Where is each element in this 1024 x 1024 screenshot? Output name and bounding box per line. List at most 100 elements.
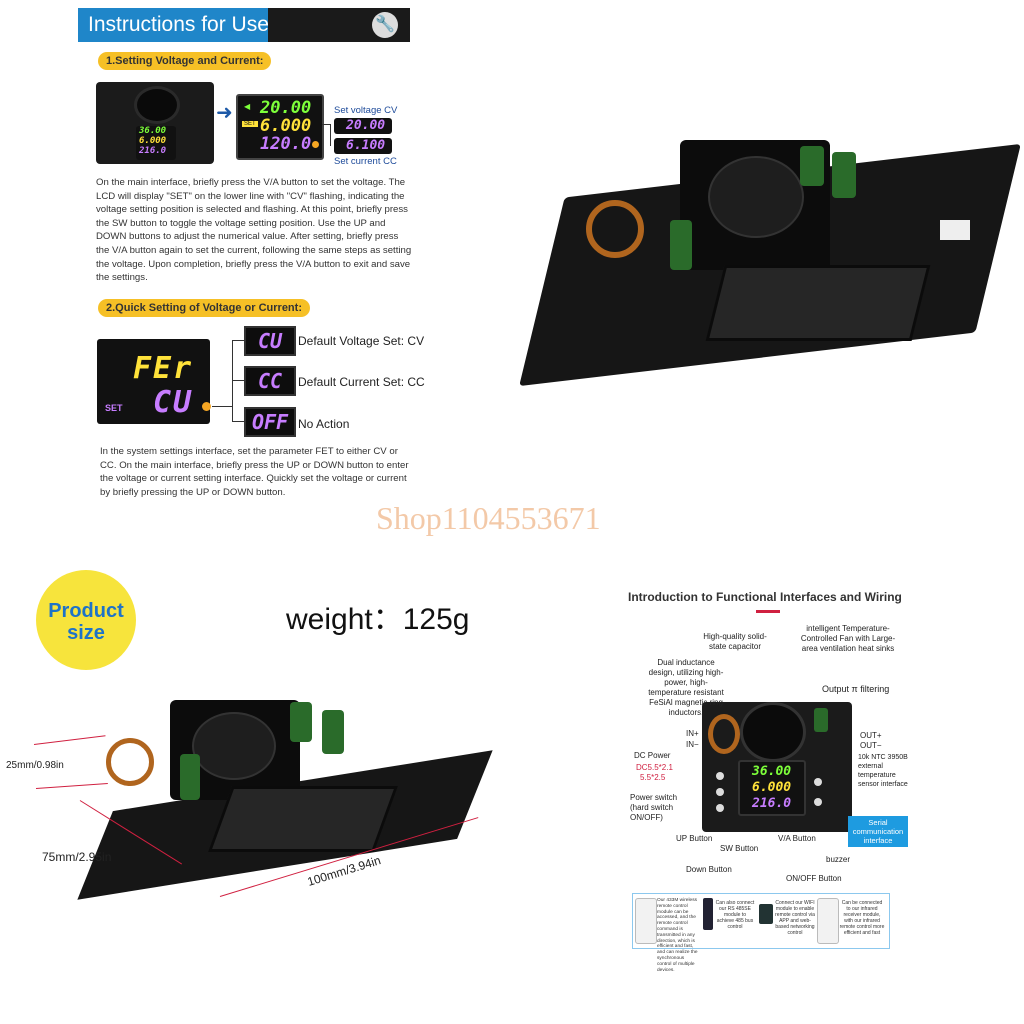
set-cc-display: 6.100 (334, 138, 392, 154)
interface-lcd: 36.00 6.000 216.0 (738, 760, 806, 816)
watermark: Shop1104553671 (376, 500, 601, 536)
capacitor-icon (670, 220, 692, 270)
arrow-right-icon: ➜ (216, 102, 233, 124)
fet-set-tag: SET (105, 403, 123, 413)
wrench-icon: 🔧 (372, 12, 398, 38)
connector-icon (940, 220, 970, 240)
option-cc-label: Default Current Set: CC (298, 375, 425, 389)
fet-display-bottom: CU (153, 385, 194, 420)
dimension-depth: 75mm/2.95in (42, 850, 112, 864)
label-ntc: 10k NTC 3950B external temperature senso… (858, 754, 908, 788)
section1-paragraph: On the main interface, briefly press the… (96, 177, 412, 284)
wifi-module-icon (759, 904, 773, 924)
fan-icon (740, 702, 806, 762)
label-filtering: Output π filtering (822, 684, 890, 694)
lcd-current: 6.000 (260, 116, 312, 136)
label-onoff-button: ON/OFF Button (786, 874, 842, 883)
module-wifi: Connect our WIFI module to enable remote… (775, 900, 815, 936)
lcd-screen-off (705, 265, 931, 341)
set-cv-label: Set voltage CV (334, 105, 398, 116)
label-sw-button: SW Button (720, 844, 759, 853)
option-off-display: OFF (244, 407, 296, 437)
set-cv-value: 20.00 (346, 118, 386, 133)
section2-paragraph: In the system settings interface, set th… (100, 446, 409, 498)
set-cv-display: 20.00 (334, 118, 392, 134)
label-dc-spec-2: 5.5*2.5 (640, 773, 666, 782)
interface-lcd-current: 6.000 (752, 780, 792, 795)
sw-button[interactable] (716, 788, 724, 796)
onoff-button[interactable] (814, 798, 822, 806)
label-power-switch: Power switch (hard switch ON/OFF) (630, 793, 678, 822)
label-in-plus: IN+ (686, 729, 699, 738)
interface-lcd-voltage: 36.00 (752, 764, 792, 779)
capacitor-icon (800, 146, 824, 186)
module-433m: Our 433M wireless remote control module … (657, 898, 698, 973)
up-button[interactable] (716, 772, 724, 780)
product-size-badge-text: Product size (48, 600, 124, 644)
interfaces-title: Introduction to Functional Interfaces an… (628, 590, 902, 604)
va-button[interactable] (814, 778, 822, 786)
bracket-line (330, 124, 331, 146)
capacitor-icon (814, 708, 828, 732)
label-buzzer: buzzer (826, 855, 851, 864)
label-serial: Serial communication interface (848, 816, 908, 847)
label-va-button: V/A Button (778, 834, 816, 843)
label-dc-spec-1: DC5.5*2.1 (636, 763, 673, 772)
bracket-line (232, 421, 244, 422)
lcd-power: 120.0 (260, 134, 312, 154)
label-inductance: Dual inductance design, utilizing high-p… (648, 658, 724, 717)
remote-icon (635, 898, 657, 944)
indicator-dot (312, 141, 319, 148)
option-cc-display: CC (244, 366, 296, 396)
board-photo-small: 36.00 6.000 216.0 (96, 82, 214, 164)
label-up-button: UP Button (676, 834, 713, 843)
board-lcd-power: 216.0 (139, 146, 167, 156)
option-cv-display: CU (244, 326, 296, 356)
set-cc-label: Set current CC (334, 156, 397, 167)
label-down-button: Down Button (686, 865, 732, 874)
weight-label: weight：125g (286, 603, 470, 636)
label-out-plus: OUT+ (860, 731, 882, 740)
option-off-label: No Action (298, 417, 350, 431)
bracket-line (322, 124, 330, 125)
fan-icon (192, 712, 276, 780)
label-dc-power: DC Power (634, 751, 671, 760)
module-rs485: Can also connect our RS 485SE module to … (715, 900, 755, 930)
dimension-height: 25mm/0.98in (6, 760, 64, 771)
board-lcd-small: 36.00 6.000 216.0 (136, 126, 176, 160)
indicator-dot (202, 402, 211, 411)
set-cc-value: 6.100 (346, 138, 386, 153)
down-button[interactable] (716, 804, 724, 812)
module-ir: Can be connected to our infrared receive… (839, 900, 885, 936)
board-lcd-voltage: 36.00 (139, 126, 167, 136)
main-lcd: 20.00 ◀ 6.000 SET 120.0 (236, 94, 324, 160)
label-out-minus: OUT− (860, 741, 882, 750)
bracket-line (232, 380, 244, 381)
bracket-line (232, 340, 233, 422)
bracket-line (212, 406, 232, 407)
bracket-line (232, 340, 244, 341)
product-size-badge: Product size (36, 570, 136, 670)
module-strip: Our 433M wireless remote control module … (632, 893, 890, 973)
board-lcd-current: 6.000 (139, 136, 167, 146)
title-underline (756, 610, 780, 613)
fan-icon (134, 86, 180, 124)
page-title: Instructions for Use (78, 8, 269, 42)
capacitor-icon (180, 754, 200, 800)
label-capacitor: High-quality solid-state capacitor (703, 632, 767, 651)
board-photo-large (519, 130, 1021, 390)
lcd-voltage: 20.00 (260, 98, 312, 118)
capacitor-icon (322, 710, 344, 754)
inductor-icon (106, 738, 154, 786)
lcd-set-tag: SET (242, 121, 258, 127)
interface-board: 36.00 6.000 216.0 (702, 702, 852, 832)
capacitor-icon (290, 702, 312, 742)
lcd-screen-off (207, 786, 399, 852)
interface-lcd-power: 216.0 (752, 796, 792, 811)
label-in-minus: IN− (686, 740, 699, 749)
module-device-icon (703, 898, 713, 930)
fan-icon (708, 156, 804, 238)
ir-remote-icon (817, 898, 839, 944)
section2-heading: 2.Quick Setting of Voltage or Current: (98, 299, 310, 317)
speaker-icon: ◀ (244, 102, 251, 111)
